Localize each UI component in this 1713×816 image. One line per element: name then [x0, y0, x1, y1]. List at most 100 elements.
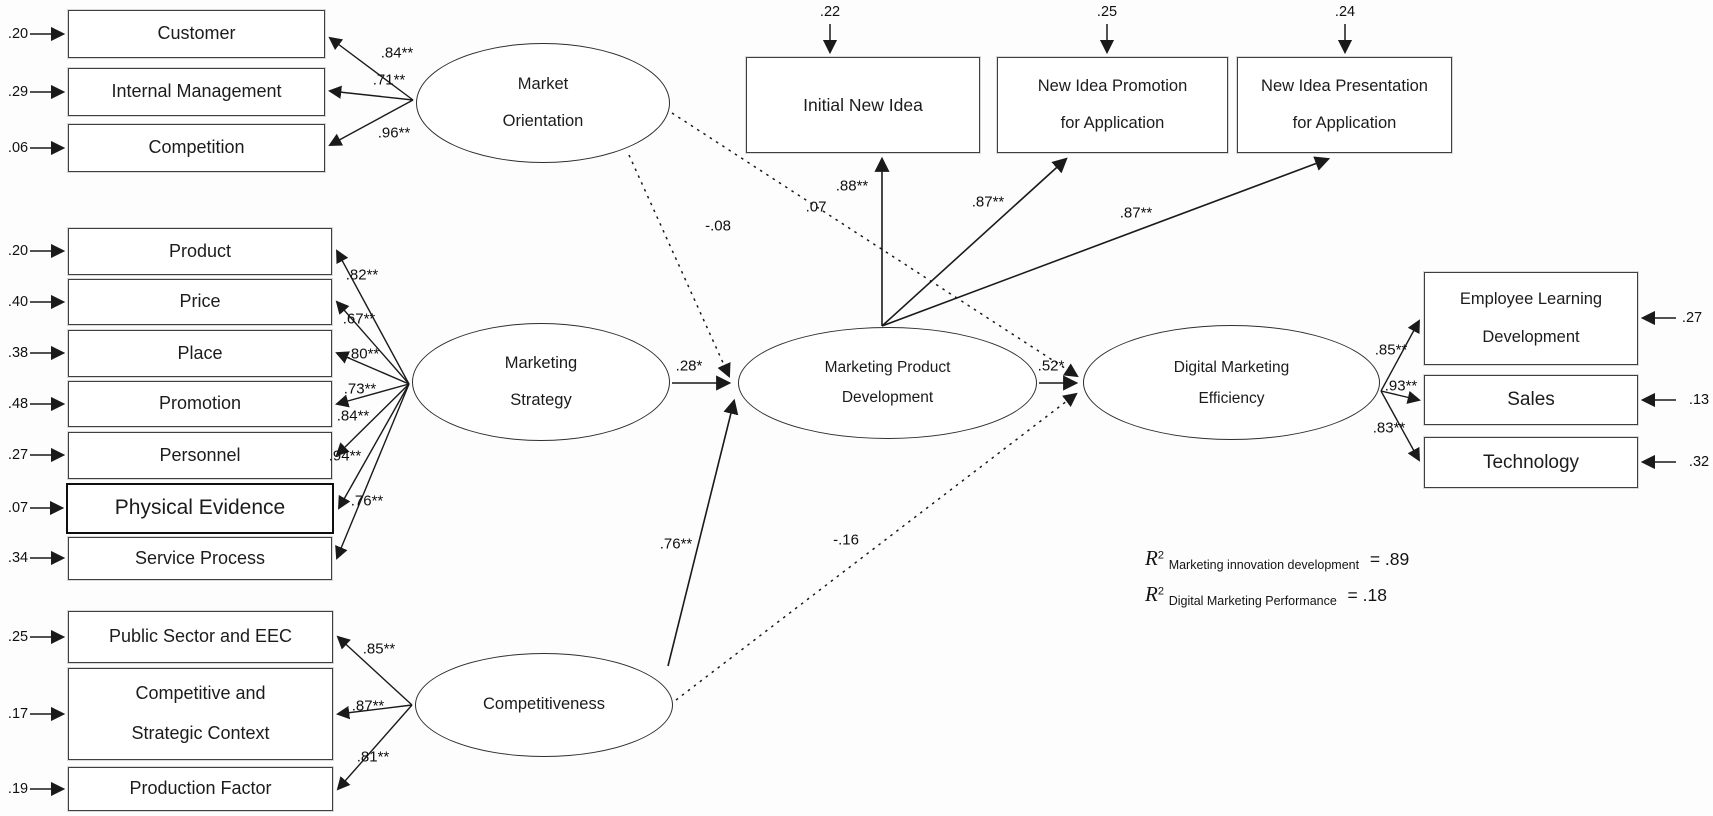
path-mo-to-dme — [671, 112, 1079, 378]
loading-value-place: .80** — [346, 345, 380, 363]
loading-arrow-personnel — [335, 383, 410, 457]
residual-arrows-comp — [30, 629, 66, 797]
loading-value-service-process: .76** — [350, 492, 384, 510]
observed-box-price: Price — [68, 279, 332, 325]
path-comp-to-mpd — [667, 398, 739, 667]
residual-value-promotion: .48 — [7, 396, 29, 412]
loading-arrow-internal-management — [328, 85, 414, 101]
residual-value-new-idea-presentation: .24 — [1334, 4, 1356, 20]
loading-value-public-sector-eec: .85** — [362, 640, 396, 658]
observed-box-place: Place — [68, 330, 332, 377]
path-coefficient-comp-to-dme: -.16 — [833, 531, 859, 549]
loading-arrows-mpd — [874, 156, 1331, 327]
residual-value-place: .38 — [7, 345, 29, 361]
observed-box-product: Product — [68, 228, 332, 275]
residual-value-price: .40 — [7, 294, 29, 310]
observed-box-employee-learning-development: Employee Learning Development — [1424, 272, 1638, 365]
loading-arrow-technology — [1380, 390, 1420, 462]
observed-box-personnel: Personnel — [68, 432, 332, 479]
r-exponent: 2 — [1157, 549, 1164, 562]
residual-value-initial-new-idea: .22 — [819, 4, 841, 20]
residual-value-new-idea-promotion: .25 — [1096, 4, 1118, 20]
r-squared-subscript: Marketing innovation development — [1168, 558, 1360, 572]
observed-box-customer: Customer — [68, 10, 325, 58]
loading-value-internal-management: .71** — [372, 71, 406, 89]
observed-box-technology: Technology — [1424, 437, 1638, 488]
latent-competitiveness: Competitiveness — [415, 653, 673, 757]
residual-arrows-dme — [1640, 310, 1676, 470]
observed-box-internal-management: Internal Management — [68, 68, 325, 116]
loading-arrow-customer — [328, 36, 414, 101]
residual-value-service-process: .34 — [7, 550, 29, 566]
loading-value-initial-new-idea: .88** — [835, 177, 869, 195]
path-coefficient-comp-to-mpd: .76** — [659, 535, 693, 553]
loading-value-product: .82** — [345, 266, 379, 284]
loading-value-promotion: .73** — [343, 380, 377, 398]
observed-box-competitive-strategic-context: Competitive and Strategic Context — [68, 668, 333, 760]
observed-box-new-idea-presentation: New Idea Presentation for Application — [1237, 57, 1452, 153]
path-coefficient-ms-to-mpd: .28* — [675, 357, 703, 375]
loading-value-production-factor: .81** — [356, 748, 390, 766]
loading-arrow-product — [336, 249, 410, 385]
r-symbol: R — [1145, 546, 1158, 570]
loading-arrows-ms — [335, 249, 410, 560]
r-squared-marketing-innovation: R2 Marketing innovation development = .8… — [1145, 546, 1409, 572]
observed-box-sales: Sales — [1424, 375, 1638, 425]
loading-value-physical-evidence: .94** — [328, 447, 362, 465]
loading-arrows-dme — [1380, 319, 1421, 462]
path-coefficient-mpd-to-dme: .52* — [1037, 357, 1065, 375]
residual-value-sales: .13 — [1688, 392, 1710, 408]
latent-marketing-product-development: Marketing Product Development — [738, 327, 1037, 439]
loading-arrows-mo — [328, 36, 414, 146]
loading-arrow-public-sector — [336, 635, 413, 706]
path-coefficient-mo-to-dme: .07 — [805, 198, 827, 216]
loading-value-competitive-strategic-context: .87** — [351, 697, 385, 715]
r-squared-value: = .89 — [1369, 549, 1410, 569]
loading-value-price: .67** — [342, 310, 376, 328]
loading-arrow-place — [335, 351, 410, 385]
loading-value-customer: .84** — [380, 44, 414, 62]
r-exponent: 2 — [1157, 585, 1164, 598]
loading-arrow-new-idea-presentation — [881, 156, 1331, 327]
observed-box-public-sector-eec: Public Sector and EEC — [68, 611, 333, 663]
loading-arrow-employee-learning — [1380, 319, 1420, 392]
residual-value-technology: .32 — [1688, 454, 1710, 470]
r-squared-subscript: Digital Marketing Performance — [1168, 594, 1337, 608]
loading-value-new-idea-promotion: .87** — [971, 193, 1005, 211]
residual-arrows-ms — [30, 243, 66, 566]
residual-value-public-sector-eec: .25 — [7, 629, 29, 645]
latent-digital-marketing-efficiency: Digital Marketing Efficiency — [1083, 325, 1380, 440]
loading-value-competition: .96** — [377, 124, 411, 142]
loading-arrow-service-process — [335, 383, 410, 560]
loading-arrow-production-factor — [336, 704, 413, 791]
residual-value-competitive-strategic-context: .17 — [7, 706, 29, 722]
loading-value-technology: .83** — [1372, 419, 1406, 437]
latent-marketing-strategy: Marketing Strategy — [412, 323, 670, 441]
residual-value-internal-management: .29 — [7, 84, 29, 100]
observed-box-production-factor: Production Factor — [68, 767, 333, 811]
residual-arrows-mo — [30, 26, 66, 156]
observed-box-service-process: Service Process — [68, 537, 332, 580]
residual-value-personnel: .27 — [7, 447, 29, 463]
loading-value-new-idea-presentation: .87** — [1119, 204, 1153, 222]
residual-arrows-mpd — [822, 24, 1353, 55]
residual-value-competition: .06 — [7, 140, 29, 156]
r-symbol: R — [1145, 582, 1158, 606]
observed-box-promotion: Promotion — [68, 381, 332, 427]
residual-value-product: .20 — [7, 243, 29, 259]
loading-arrow-competition — [328, 99, 414, 146]
r-squared-value: = .18 — [1347, 585, 1387, 605]
residual-value-employee-learning: .27 — [1681, 310, 1703, 326]
observed-box-new-idea-promotion: New Idea Promotion for Application — [997, 57, 1228, 153]
observed-box-initial-new-idea: Initial New Idea — [746, 57, 980, 153]
residual-value-physical-evidence: .07 — [7, 500, 29, 516]
observed-box-physical-evidence: Physical Evidence — [66, 483, 334, 534]
residual-value-production-factor: .19 — [7, 781, 29, 797]
loading-arrow-new-idea-promotion — [881, 157, 1068, 327]
loading-arrow-price — [335, 300, 410, 385]
loading-value-personnel: .84** — [336, 407, 370, 425]
residual-value-customer: .20 — [7, 26, 29, 42]
loading-arrow-promotion — [335, 383, 410, 408]
